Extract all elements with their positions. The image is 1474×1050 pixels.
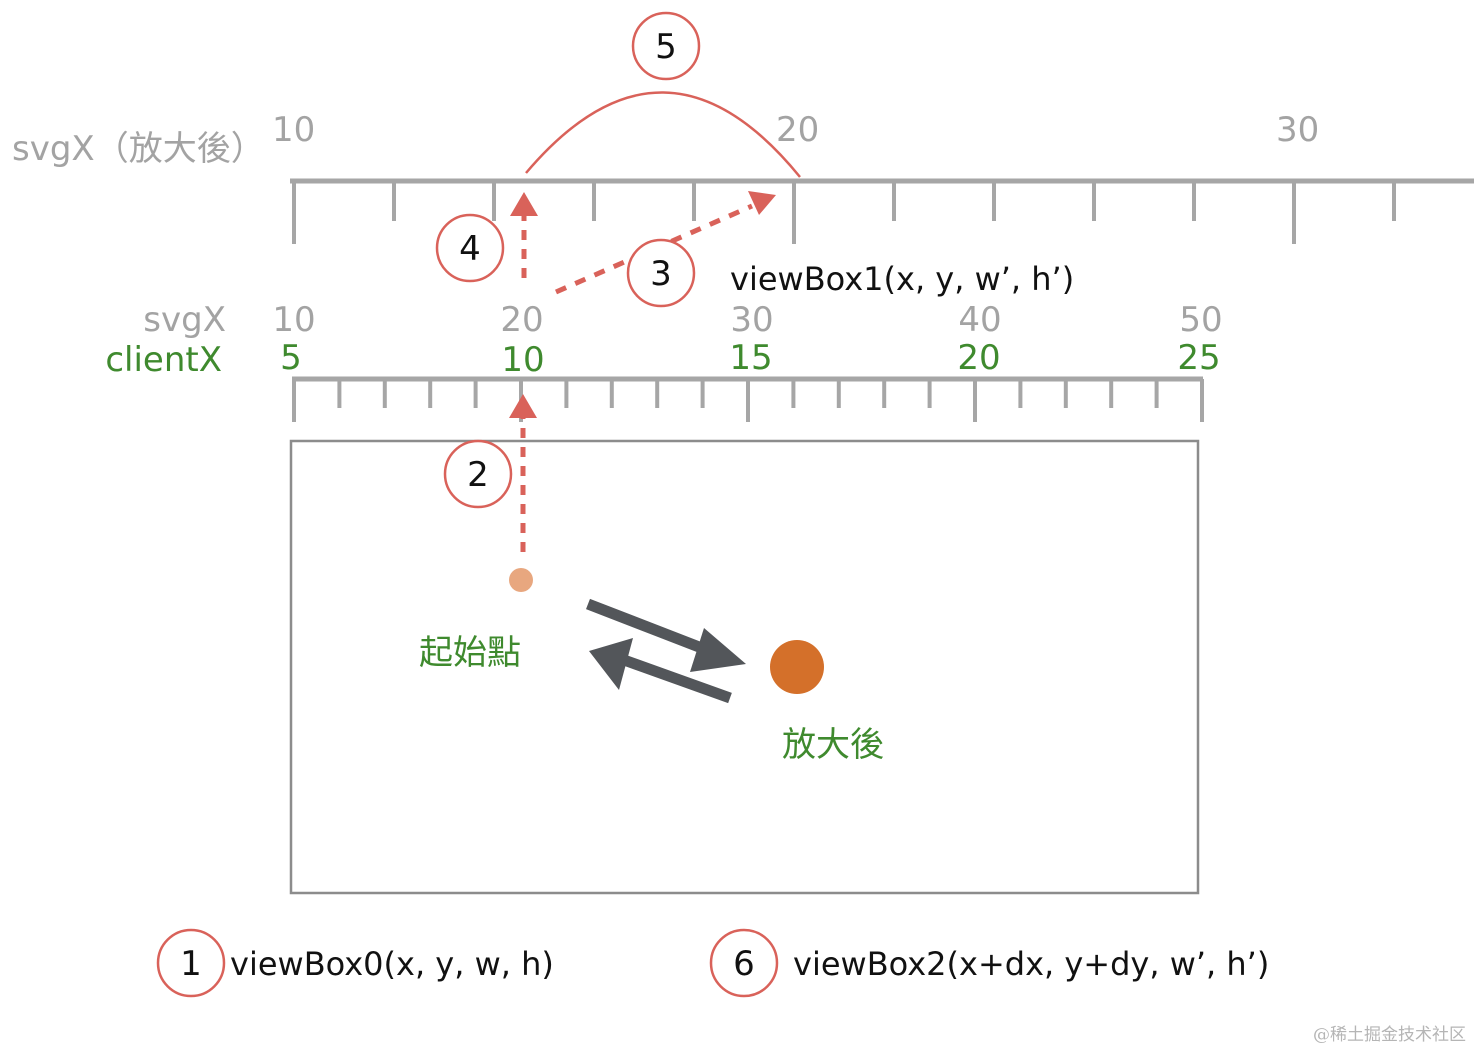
zoomed-axis: svgX（放大後） 10 20 30 [12, 110, 1474, 244]
step-1-group: 1 viewBox0(x, y, w, h) [156, 928, 554, 998]
start-point-label: 起始點 [419, 633, 521, 673]
step-2-arrowhead [509, 394, 537, 418]
watermark: @稀土掘金技术社区 [1313, 1025, 1466, 1045]
step-4-arrow-group: 4 [435, 192, 538, 283]
step-4-badge [435, 213, 505, 283]
client-tick-label-5: 5 [280, 338, 302, 378]
base-clientx-label: clientX [105, 340, 222, 380]
step-2-badge [443, 439, 513, 509]
zoomed-tick-label-30: 30 [1276, 110, 1319, 150]
step-5-number: 5 [655, 27, 677, 67]
start-point [509, 568, 533, 592]
step-5-shift: 5 [525, 11, 801, 178]
step-1-number: 1 [180, 944, 202, 984]
zoomed-axis-label: svgX（放大後） [12, 129, 265, 169]
dark-arrow-left [589, 638, 732, 704]
step-3-arrow-group: 3 [554, 191, 776, 308]
base-svg-tick-label-50: 50 [1179, 300, 1222, 340]
step-3-number: 3 [650, 254, 672, 294]
dark-arrow-right [586, 598, 746, 672]
client-tick-label-15: 15 [729, 338, 772, 378]
step-4-number: 4 [459, 229, 481, 269]
step-3-badge [626, 238, 696, 308]
zoomed-point [770, 640, 824, 694]
step-2-number: 2 [467, 455, 489, 495]
viewbox1-label: viewBox1(x, y, w’, h’) [730, 260, 1074, 298]
step-6-badge [709, 928, 779, 998]
base-axis: svgX clientX 10 20 30 40 50 5 10 15 20 2… [105, 300, 1223, 422]
client-tick-label-10: 10 [501, 340, 544, 380]
zoomed-tick-label-10: 10 [272, 110, 315, 150]
base-svg-tick-label-10: 10 [272, 300, 315, 340]
step-4-arrowhead [510, 192, 538, 216]
zoomed-point-label: 放大後 [782, 725, 884, 765]
step-6-group: 6 viewBox2(x+dx, y+dy, w’, h’) [709, 928, 1269, 998]
base-axis-ticks [292, 379, 1204, 422]
base-svg-tick-label-20: 20 [500, 300, 543, 340]
zoomed-tick-label-20: 20 [776, 110, 819, 150]
step-5-badge [631, 11, 701, 81]
base-svg-tick-label-30: 30 [730, 300, 773, 340]
zoomed-axis-ticks [292, 181, 1396, 244]
viewport-frame [289, 439, 1200, 895]
viewbox2-label: viewBox2(x+dx, y+dy, w’, h’) [793, 945, 1269, 983]
client-tick-label-25: 25 [1177, 338, 1220, 378]
shift-arc [525, 91, 801, 178]
client-tick-label-20: 20 [957, 338, 1000, 378]
step-2-arrow-group: 2 [443, 394, 537, 552]
step-6-number: 6 [733, 944, 755, 984]
viewbox0-label: viewBox0(x, y, w, h) [230, 945, 554, 983]
step-3-arrowhead [748, 191, 776, 215]
base-svgx-label: svgX [143, 300, 226, 340]
base-svg-tick-label-40: 40 [958, 300, 1001, 340]
step-1-badge [156, 928, 226, 998]
